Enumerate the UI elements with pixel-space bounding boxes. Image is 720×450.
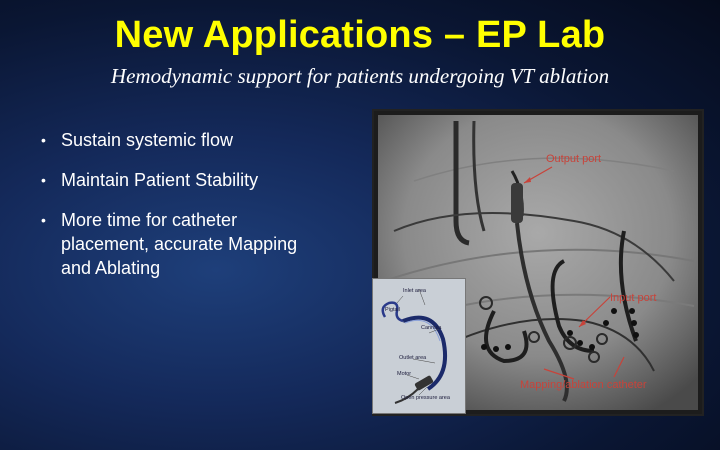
bullet-item: • More time for catheter placement, accu… xyxy=(38,208,358,280)
bullet-item: • Sustain systemic flow xyxy=(38,128,358,152)
inset-outlet-label: Outlet area xyxy=(399,355,427,361)
slide-subtitle: Hemodynamic support for patients undergo… xyxy=(110,64,610,88)
bullet-text-line: More time for catheter xyxy=(61,210,238,230)
pump-diagram-inset: Inlet area Pigtail Cannula Outlet area M… xyxy=(372,278,466,414)
bullet-dot: • xyxy=(41,172,46,188)
inset-cannula-label: Cannula xyxy=(421,325,442,331)
input-port-label: Input port xyxy=(610,292,657,304)
pump-diagram xyxy=(373,279,465,413)
inset-inlet-label: Inlet area xyxy=(403,288,426,294)
mapping-catheter-label: Mapping/ablation catheter xyxy=(520,379,647,391)
bullet-item: • Maintain Patient Stability xyxy=(38,168,358,192)
inset-pigtail-label: Pigtail xyxy=(385,307,400,313)
bullet-text-line: placement, accurate Mapping xyxy=(61,234,298,254)
slide-title: New Applications – EP Lab xyxy=(114,14,606,56)
inset-open-pressure-label: Open pressure area xyxy=(401,395,450,401)
inset-motor-label: Motor xyxy=(397,371,412,377)
bullet-dot: • xyxy=(41,212,46,228)
bullet-dot: • xyxy=(41,132,46,148)
output-port-label: Output port xyxy=(546,153,602,165)
bullet-text: Sustain systemic flow xyxy=(61,130,234,150)
bullet-text: Maintain Patient Stability xyxy=(61,170,259,190)
bullet-list: • Sustain systemic flow • Maintain Patie… xyxy=(38,128,358,296)
bullet-text-line: and Ablating xyxy=(61,258,161,278)
